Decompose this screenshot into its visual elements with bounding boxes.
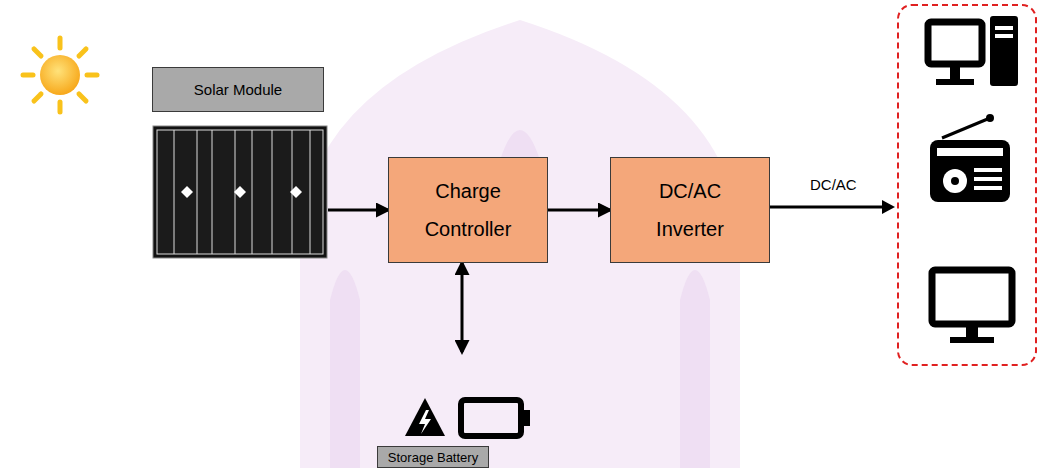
computer-icon (928, 16, 1018, 86)
box-title: Solar Module (194, 81, 282, 98)
radio-icon (930, 114, 1010, 202)
solar-module: Solar Module (152, 67, 328, 259)
solar-panel-icon (152, 125, 328, 259)
box-title: DC/AC Inverter (634, 172, 746, 248)
load-group (898, 5, 1036, 365)
battery-icon (377, 352, 535, 444)
arrow-connector (328, 209, 388, 212)
process-box: DC/AC Inverter (610, 157, 770, 263)
load-arrow (770, 200, 895, 214)
storage-battery: Storage Battery (377, 352, 535, 468)
box-title: Charge Controller (412, 172, 524, 248)
arrow-connector (461, 263, 464, 352)
monitor-icon (932, 270, 1012, 343)
arrow-connector (548, 209, 610, 212)
box-title: Storage Battery (388, 450, 478, 465)
sun-icon (23, 38, 97, 112)
process-box: Charge Controller (388, 157, 548, 263)
signal-label: DC/AC (808, 176, 859, 193)
label-box: Storage Battery (377, 446, 489, 468)
label-box: Solar Module (152, 67, 324, 112)
